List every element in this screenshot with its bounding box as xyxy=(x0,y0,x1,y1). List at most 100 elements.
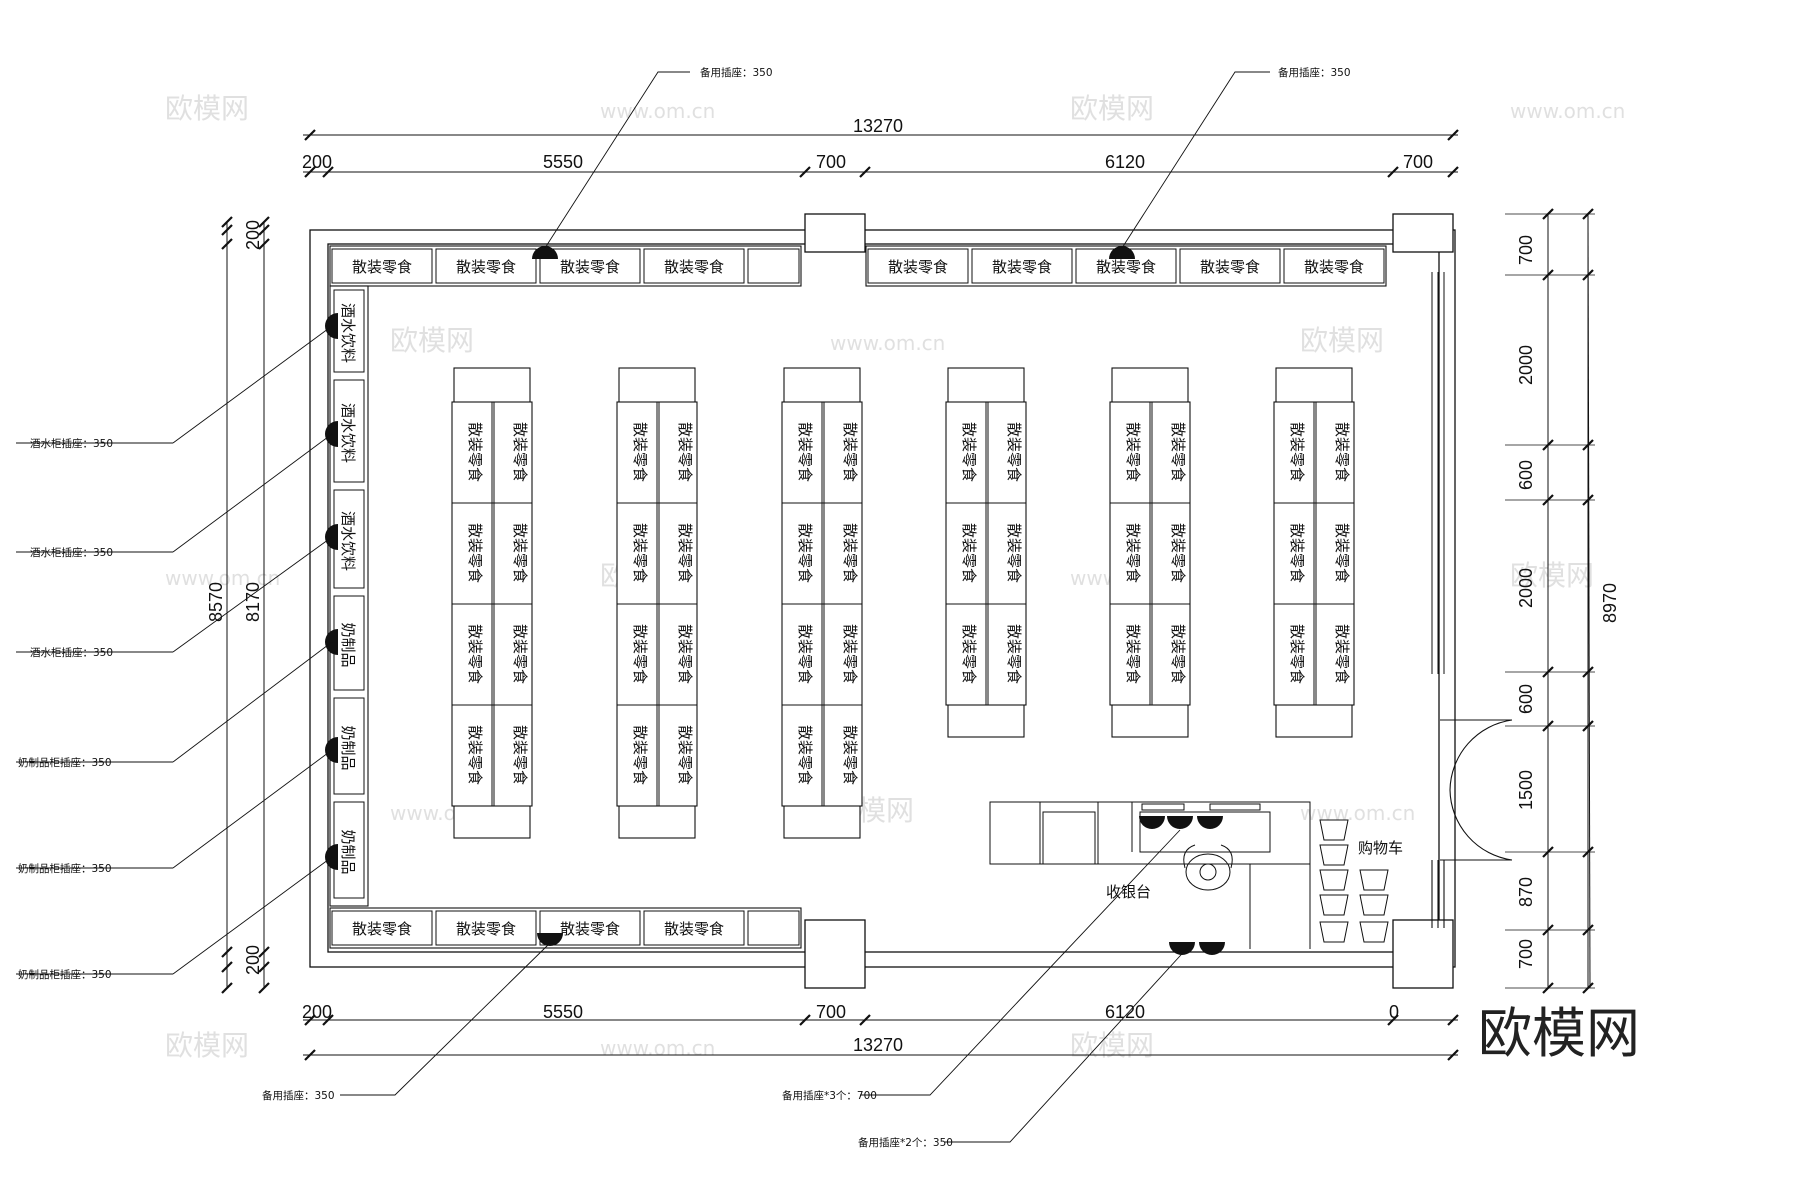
dim-right-seg-7: 870 xyxy=(1516,877,1536,907)
top-left-shelf-cell xyxy=(331,248,433,284)
dim-tick xyxy=(304,166,316,178)
watermark: 欧模网 xyxy=(165,1029,249,1062)
socket-icon xyxy=(1199,942,1225,955)
island-endcap xyxy=(1275,702,1353,738)
dim-left-inner: 8170 xyxy=(243,582,263,622)
island-shelf-label: 散装零食 xyxy=(1333,523,1351,583)
top-left-shelf-label: 散装零食 xyxy=(560,258,620,276)
dim-bottom-seg-2: 5550 xyxy=(543,1002,583,1022)
bottom-shelf-label: 散装零食 xyxy=(352,920,412,938)
dim-tick xyxy=(1387,1014,1399,1026)
dim-tick xyxy=(221,238,233,250)
top-left-shelf-label: 散装零食 xyxy=(456,258,516,276)
dim-tick xyxy=(258,982,270,994)
dim-bottom-seg-4: 6120 xyxy=(1105,1002,1145,1022)
dim-total-bottom: 13270 xyxy=(853,1035,903,1055)
dim-tick xyxy=(1447,166,1459,178)
note-left-5: 奶制品柜插座：350 xyxy=(18,862,112,875)
watermark: 欧模网 xyxy=(390,324,474,357)
cart-icon xyxy=(1319,844,1349,866)
window-right xyxy=(1431,272,1445,674)
left-shelf-label: 酒水饮料 xyxy=(339,303,357,363)
cashier-area xyxy=(989,801,1311,949)
island-shelf-label: 散装零食 xyxy=(466,422,484,482)
dim-right-seg-8: 700 xyxy=(1516,939,1536,969)
entrance-door[interactable] xyxy=(1431,719,1513,928)
dim-tick xyxy=(304,1049,316,1061)
top-right-shelf-cell xyxy=(1283,248,1385,284)
dim-tick xyxy=(221,224,233,236)
top-right-shelf-label: 散装零食 xyxy=(888,258,948,276)
island-shelf-label: 散装零食 xyxy=(841,422,859,482)
dim-top-seg-3: 700 xyxy=(816,152,846,172)
bottom-shelf-cell xyxy=(435,910,537,946)
island-shelf-label: 散装零食 xyxy=(676,422,694,482)
top-left-shelf-cell xyxy=(747,248,800,284)
note-top-right: 备用插座：350 xyxy=(1278,66,1351,79)
top-right-shelf-label: 散装零食 xyxy=(1304,258,1364,276)
dim-tick xyxy=(1447,1014,1459,1026)
dim-tick xyxy=(799,1014,811,1026)
island-endcap xyxy=(1275,367,1353,405)
top-right-shelf-cell xyxy=(867,248,969,284)
dim-bottom-seg-5: 0 xyxy=(1389,1002,1399,1022)
cart-icon xyxy=(1359,894,1389,916)
dim-tick xyxy=(221,946,233,958)
bottom-shelf-label: 散装零食 xyxy=(456,920,516,938)
island-shelf-label: 散装零食 xyxy=(1124,624,1142,684)
dim-tick xyxy=(1447,1049,1459,1061)
top-left-shelf-cell xyxy=(435,248,537,284)
island-shelf-label: 散装零食 xyxy=(1333,422,1351,482)
socket-icon xyxy=(537,933,563,946)
dim-tick xyxy=(258,224,270,236)
dim-left-top-200: 200 xyxy=(243,220,263,250)
left-shelf-label: 酒水饮料 xyxy=(339,511,357,571)
shopping-carts xyxy=(1319,819,1389,943)
dim-tick xyxy=(258,946,270,958)
island-shelf-label: 散装零食 xyxy=(1169,624,1187,684)
dimension-ticks xyxy=(221,129,1595,1061)
island-shelf-label: 散装零食 xyxy=(631,725,649,785)
dim-tick xyxy=(304,129,316,141)
dim-tick xyxy=(258,961,270,973)
island-endcap xyxy=(783,803,861,839)
note-top-left: 备用插座：350 xyxy=(700,66,773,79)
socket-icon xyxy=(1167,816,1193,829)
left-shelf-label: 奶制品 xyxy=(339,725,357,770)
dim-tick xyxy=(1387,166,1399,178)
dim-bottom-seg-3: 700 xyxy=(816,1002,846,1022)
dim-top-seg-5: 700 xyxy=(1403,152,1433,172)
island-shelf-label: 散装零食 xyxy=(960,523,978,583)
island-shelf-label: 散装零食 xyxy=(511,624,529,684)
socket-icon xyxy=(1109,246,1135,259)
island-shelf-label: 散装零食 xyxy=(511,725,529,785)
island-endcap xyxy=(618,367,696,405)
island-endcap xyxy=(947,702,1025,738)
dim-right-seg-5: 600 xyxy=(1516,684,1536,714)
island-shelf-label: 散装零食 xyxy=(631,422,649,482)
dim-top-seg-4: 6120 xyxy=(1105,152,1145,172)
watermark: 欧模网 xyxy=(1300,324,1384,357)
island-endcap xyxy=(1111,702,1189,738)
bottom-shelf-cell xyxy=(643,910,745,946)
top-left-shelf-cell xyxy=(643,248,745,284)
island-shelf-label: 散装零食 xyxy=(796,422,814,482)
dim-right-seg-6: 1500 xyxy=(1516,770,1536,810)
island-shelf-label: 散装零食 xyxy=(1124,422,1142,482)
island-endcap xyxy=(618,803,696,839)
dim-bottom-seg-1: 200 xyxy=(302,1002,332,1022)
leader-lines xyxy=(16,71,1270,1143)
island-endcap xyxy=(1111,367,1189,405)
island-endcap xyxy=(947,367,1025,405)
cart-icon xyxy=(1319,819,1349,841)
island-shelf-label: 散装零食 xyxy=(1005,624,1023,684)
cart-icon xyxy=(1319,894,1349,916)
top-left-shelf-label: 散装零食 xyxy=(352,258,412,276)
note-left-2: 酒水柜插座：350 xyxy=(30,546,113,559)
dim-top-seg-1: 200 xyxy=(302,152,332,172)
dim-tick xyxy=(221,216,233,228)
cart-icon xyxy=(1319,921,1349,943)
island-shelves: 散装零食散装零食散装零食散装零食散装零食散装零食散装零食散装零食散装零食散装零食… xyxy=(451,367,1355,839)
